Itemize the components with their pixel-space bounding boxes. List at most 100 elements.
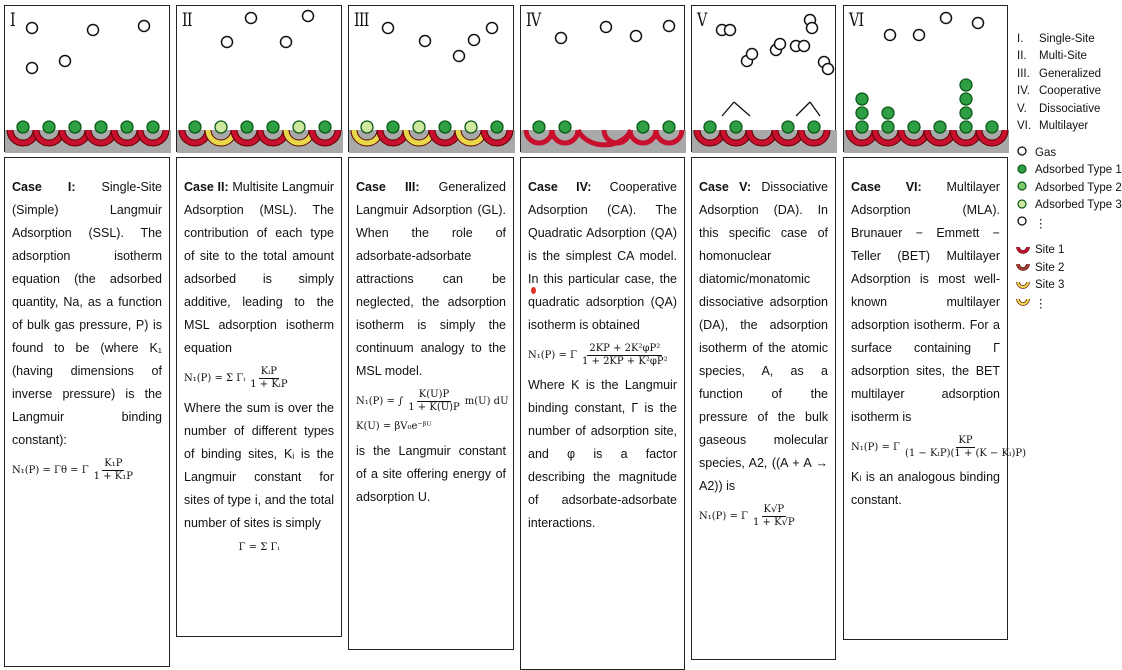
case-numeral: III (354, 9, 369, 31)
gas-molecule (773, 37, 787, 51)
surface (5, 130, 171, 153)
gas-molecule (629, 29, 643, 43)
adsorbed-molecule (636, 120, 650, 134)
gas-molecule (244, 11, 258, 25)
formula-denominator: (1 − KₗP)(1 + (K − Kₗ)P) (904, 448, 1027, 459)
case-body-tail: is the Langmuir constant of a site offer… (356, 444, 506, 504)
adsorbed-molecule (959, 92, 973, 106)
formula-lhs: N₁(P) = Σ Γᵢ (184, 372, 246, 384)
adsorption-illustration (177, 9, 343, 153)
formula-lhs: N₁(P) = Γ (851, 441, 900, 453)
legend-numeral: III. (1017, 67, 1030, 80)
adsorbed-molecule (933, 120, 947, 134)
legend-case-label: Single-Site (1039, 32, 1095, 45)
secondary-formula: Γ = Σ Γᵢ (238, 542, 280, 553)
legend-case-label: Cooperative (1039, 85, 1102, 98)
case-body-continued: Where K is the Langmuir binding constant… (528, 378, 677, 530)
formula-denominator: 1 + K(U)P (408, 402, 460, 413)
legend-species-item: Adsorbed Type 1 (1017, 162, 1122, 180)
case-title: Case V: (699, 180, 751, 194)
site2-icon (1016, 259, 1030, 276)
legend-site-label: Site 1 (1035, 244, 1065, 257)
legend-case-item: VI.Multilayer (1017, 118, 1105, 136)
gas-molecule (971, 16, 985, 30)
case-body: Multilayer Adsorption (MLA). Brunauer − … (851, 180, 1000, 424)
adsorption-illustration (844, 11, 1009, 153)
surface (844, 130, 1009, 153)
case-description: Case IV: Cooperative Adsorption (CA). Th… (520, 157, 685, 670)
gas-molecule (805, 21, 819, 35)
adsorption-illustration (692, 13, 837, 153)
gas-molecule (279, 35, 293, 49)
legend-case-item: III. Generalized (1017, 65, 1105, 83)
case-title: Case IV: (528, 180, 592, 194)
adsorbed-molecule (781, 120, 795, 134)
isotherm-formula: N₁(P) = Γ KP(1 − KₗP)(1 + (K − Kₗ)P) (851, 435, 1026, 460)
legend-species-label: ⋮ (1035, 217, 1047, 230)
formula-denominator: 1 + K√P (752, 517, 795, 528)
adsorbed-molecule (855, 106, 869, 120)
legend-case-label: Generalized (1039, 67, 1102, 80)
gas-molecule (939, 11, 953, 25)
case-diagram: III (348, 5, 515, 153)
legend-site-item: ⋮ (1016, 294, 1105, 312)
case-diagram: V (691, 5, 837, 153)
legend-numeral: I. (1017, 32, 1024, 45)
secondary-formula: K(U) = βV₀e⁻ᵝᵁ (356, 421, 432, 432)
gas-molecule (883, 28, 897, 42)
gas-molecule (58, 54, 72, 68)
case-description: Case VI: Multilayer Adsorption (MLA). Br… (843, 157, 1026, 640)
more-site-icon (1016, 294, 1030, 311)
adsorbed-molecule (959, 120, 973, 134)
legend-species-item: Adsorbed Type 2 (1017, 179, 1122, 197)
case-numeral: V (697, 9, 707, 31)
adsorbed-type3-icon (1017, 199, 1027, 209)
gas-circle-icon (1017, 146, 1027, 156)
formula-numerator: KP (956, 435, 975, 448)
formula-denominator: 1 + KᵢP (250, 379, 288, 390)
legend-species-item: Adsorbed Type 3 (1017, 197, 1122, 215)
adsorption-site (975, 129, 1009, 147)
case-description: Case II: Multisite Langmuir Adsorption (… (176, 157, 342, 637)
formula-numerator: K(U)P (416, 389, 452, 402)
gas-molecule (797, 39, 811, 53)
adsorption-illustration (349, 21, 515, 153)
formula-denominator: 1 + K₁P (93, 471, 133, 482)
case-body: Single-Site (Simple) Langmuir Adsorption… (12, 180, 162, 447)
formula-numerator: K√P (761, 504, 787, 517)
legend-species-item: ⋮ (1017, 214, 1105, 232)
adsorbed-molecule (855, 120, 869, 134)
formula-lhs: N₁(P) = Γθ = Γ (12, 464, 89, 476)
gas-molecule (821, 62, 835, 76)
site3-icon (1016, 281, 1030, 289)
gas-molecule (554, 31, 568, 45)
case-diagram: II (176, 5, 343, 153)
adsorption-illustration (5, 19, 171, 153)
site2-icon (1016, 263, 1030, 271)
case-body-continued: Kₗ is an analogous binding constant. (851, 470, 1000, 507)
gas-molecule (86, 23, 100, 37)
case-description: Case III: Generalized Langmuir Adsorptio… (348, 157, 514, 650)
case-body-continued: Where the sum is over the number of diff… (184, 401, 334, 530)
adsorption-site (136, 129, 170, 147)
adsorption-illustration (521, 19, 686, 153)
more-circle-icon (1017, 216, 1027, 226)
legend-site-item: Site 3 (1016, 277, 1105, 295)
adsorbed-molecule (532, 120, 546, 134)
legend-case-label: Dissociative (1039, 102, 1101, 115)
legend-site-label: Site 2 (1035, 261, 1065, 274)
gas-molecule (485, 21, 499, 35)
legend-species-label: Adsorbed Type 1 (1035, 164, 1122, 177)
site3-icon (1016, 277, 1030, 294)
case-body: Cooperative Adsorption (CA). The Quadrat… (528, 180, 677, 332)
gas-molecule (467, 33, 481, 47)
legend-species-label: Adsorbed Type 3 (1035, 199, 1122, 212)
case-body: Multisite Langmuir Adsorption (MSL). The… (184, 180, 334, 355)
case-numeral: I (10, 9, 16, 31)
formula-numerator: 2KP + 2K²φP² (587, 343, 663, 356)
formula-lhs: N₁(P) = Γ (699, 510, 748, 522)
more-site-icon (1016, 298, 1030, 306)
gas-molecule (452, 49, 466, 63)
gas-molecule (25, 61, 39, 75)
